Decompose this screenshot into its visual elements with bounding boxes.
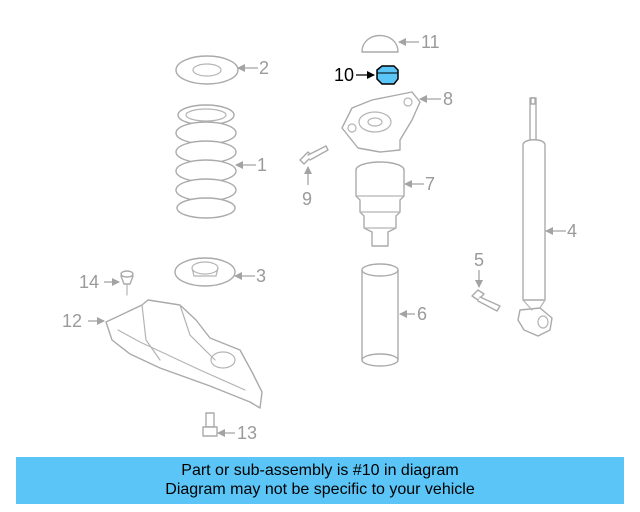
callout-13: 13	[237, 423, 257, 443]
callout-10: 10	[334, 65, 354, 85]
part-8-upper-mount	[341, 91, 421, 153]
callout-4: 4	[567, 221, 577, 241]
parts-diagram: 2 1 3 4 5 6 7 8 9 10 11 12 13 14	[62, 32, 577, 443]
callout-7: 7	[425, 174, 435, 194]
part-14-clip	[120, 270, 134, 296]
part-10-nut	[376, 65, 399, 85]
callout-5: 5	[474, 250, 484, 270]
callout-11: 11	[421, 32, 440, 52]
part-5-bolt	[471, 289, 501, 312]
part-13-bolt	[202, 412, 218, 437]
banner-line-disclaimer: Diagram may not be specific to your vehi…	[165, 481, 475, 498]
part-6-protective-tube	[361, 263, 399, 367]
part-4-shock-absorber	[517, 97, 553, 337]
callout-9: 9	[302, 189, 312, 209]
part-11-dust-cap	[361, 35, 399, 53]
part-7-bump-stop	[355, 161, 405, 247]
callout-3: 3	[256, 266, 266, 286]
info-banner: Part or sub-assembly is #10 in diagram D…	[16, 457, 624, 504]
callout-12: 12	[62, 311, 82, 331]
callout-8: 8	[443, 89, 453, 109]
part-12-control-arm	[105, 299, 263, 409]
callout-2: 2	[259, 58, 269, 78]
part-2-spring-seat	[175, 55, 239, 85]
banner-line-part-number: Part or sub-assembly is #10 in diagram	[181, 462, 459, 479]
callout-1: 1	[257, 155, 267, 175]
leader-lines	[88, 38, 566, 437]
part-1-coil-spring	[175, 104, 237, 219]
part-3-lower-spring-seat	[174, 257, 236, 287]
part-9-bolt	[299, 145, 329, 165]
callout-6: 6	[417, 304, 427, 324]
callout-14: 14	[79, 272, 99, 292]
